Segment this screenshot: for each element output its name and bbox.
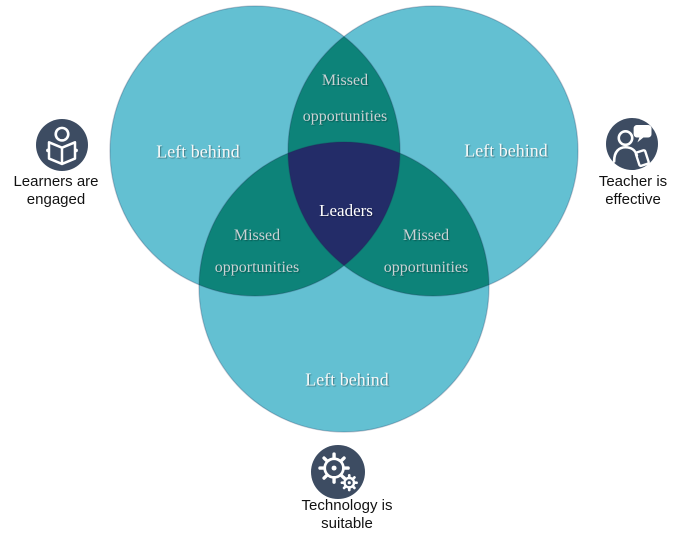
gears-icon (311, 445, 365, 499)
label-missed-top-line2: opportunities (302, 108, 388, 125)
label-leaders: Leaders (319, 201, 373, 220)
caption-learners-line1: Learners are (13, 173, 99, 190)
label-missed-right-line2: opportunities (383, 259, 469, 276)
caption-learners-line2: engaged (26, 191, 86, 208)
reading-person-icon (36, 119, 88, 171)
label-missed-left-line2: opportunities (214, 259, 300, 276)
label-missed-left-line1: Missed (233, 227, 281, 244)
label-left-behind-technology: Left behind (305, 369, 389, 390)
caption-technology-line2: suitable (321, 515, 373, 532)
venn-circle-teacher-edge (287, 5, 579, 297)
teacher-speaking-icon (606, 118, 658, 170)
label-missed-top-line1: Missed (321, 72, 369, 89)
caption-technology-line1: Technology is (301, 497, 393, 514)
label-left-behind-learners: Left behind (156, 141, 240, 162)
label-left-behind-teacher: Left behind (464, 140, 548, 161)
caption-teacher-line2: effective (605, 191, 661, 208)
venn-circle-learners-edge (109, 5, 401, 297)
venn-circle-technology-edge (198, 141, 490, 433)
label-missed-right-line1: Missed (402, 227, 450, 244)
overlap-center-leaders (288, 142, 400, 296)
caption-teacher-line1: Teacher is (598, 173, 668, 190)
